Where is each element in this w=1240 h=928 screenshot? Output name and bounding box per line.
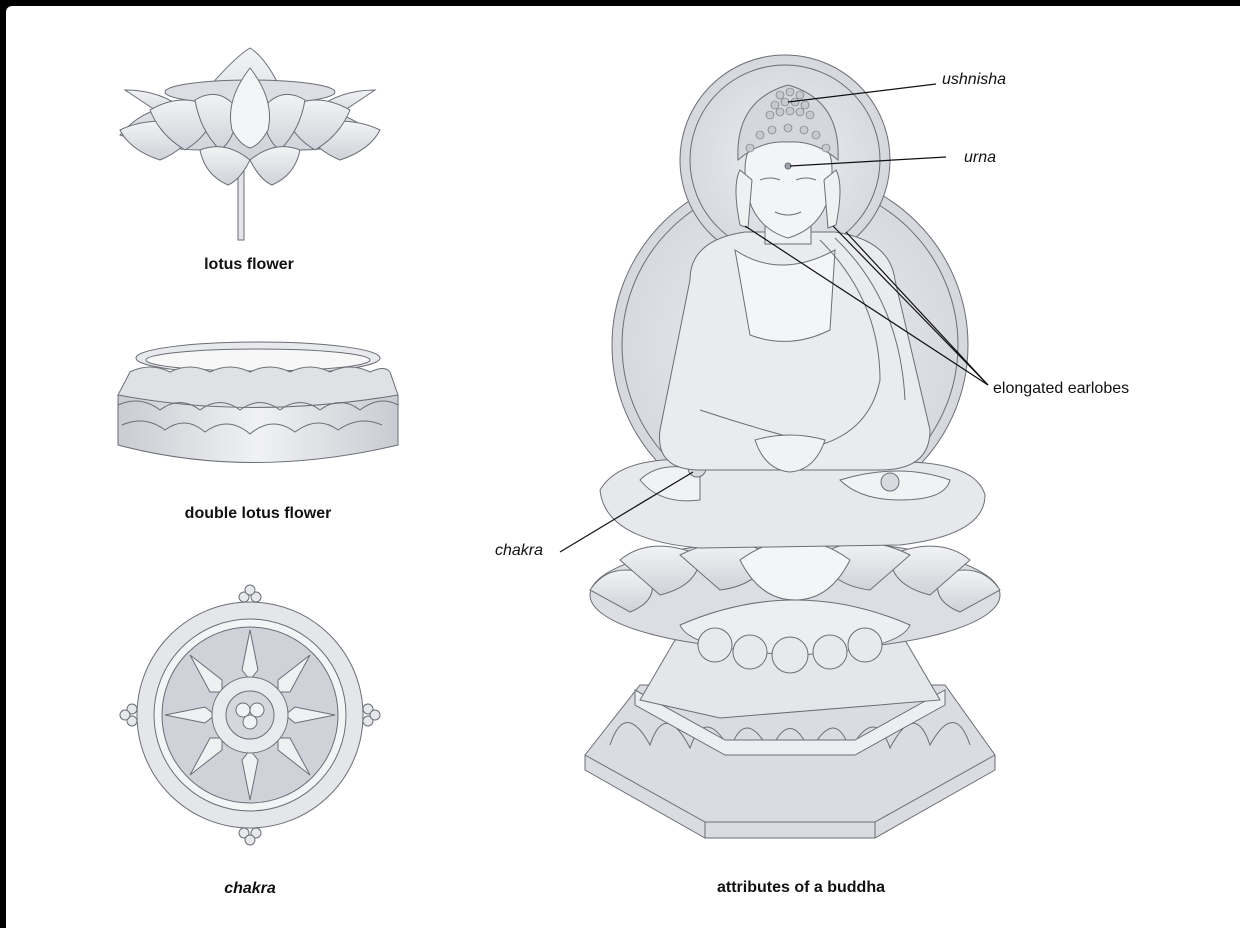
leader-chakra xyxy=(559,471,694,553)
caption-lotus-flower: lotus flower xyxy=(204,256,294,273)
ushnisha-curls xyxy=(745,87,831,153)
callout-ushnisha: ushnisha xyxy=(942,71,1007,88)
leader-earlobe-left xyxy=(744,225,989,386)
leader-lines xyxy=(559,83,989,553)
callout-elongated-earlobes: elongated earlobes xyxy=(993,380,1130,397)
mouth xyxy=(774,211,802,216)
hands-mudra xyxy=(754,434,826,473)
robe-fold-2 xyxy=(834,237,906,401)
chakra-sole-right xyxy=(880,472,900,492)
callout-urna: urna xyxy=(964,149,997,166)
lotus-petal-right-3 xyxy=(261,93,306,151)
left-foot xyxy=(639,466,701,502)
lotus-flower-figure xyxy=(119,47,381,241)
leader-ushnisha xyxy=(787,83,937,103)
pedestal-step xyxy=(634,689,946,756)
lotus-throne xyxy=(589,539,1001,674)
double-lotus-upper-petals xyxy=(117,366,399,408)
lotus-petal-left-3 xyxy=(194,93,239,151)
leader-earlobe-right-2 xyxy=(845,231,989,386)
caption-double-lotus-flower: double lotus flower xyxy=(184,505,332,522)
hair-curls xyxy=(737,84,839,162)
double-lotus-lower-petals xyxy=(121,420,383,435)
chakra-knobs xyxy=(119,584,381,846)
caption-attributes-of-a-buddha: attributes of a buddha xyxy=(717,879,885,896)
chakra-figure xyxy=(119,584,381,846)
buddha-figure xyxy=(584,54,1001,839)
illustration-svg xyxy=(117,47,1001,846)
leader-earlobe-right xyxy=(832,225,989,386)
robe-fold-1 xyxy=(819,239,881,446)
torso-robe xyxy=(659,231,931,471)
chest xyxy=(734,248,836,342)
lotus-stem xyxy=(237,169,245,241)
closed-eyes xyxy=(759,177,817,181)
lotus-petal-front-right xyxy=(249,146,301,186)
double-lotus-rim-inner xyxy=(145,348,371,372)
double-lotus-band xyxy=(117,400,399,411)
double-lotus-figure xyxy=(117,341,399,463)
callout-chakra: chakra xyxy=(495,542,544,559)
illustration-canvas: lotus flower double lotus flower chakra … xyxy=(6,6,1240,928)
leader-urna xyxy=(789,156,947,167)
right-earlobe xyxy=(823,169,841,229)
caption-chakra: chakra xyxy=(224,880,276,897)
lotus-petal-front-left xyxy=(199,146,251,186)
lotus-center-bud xyxy=(229,67,271,149)
